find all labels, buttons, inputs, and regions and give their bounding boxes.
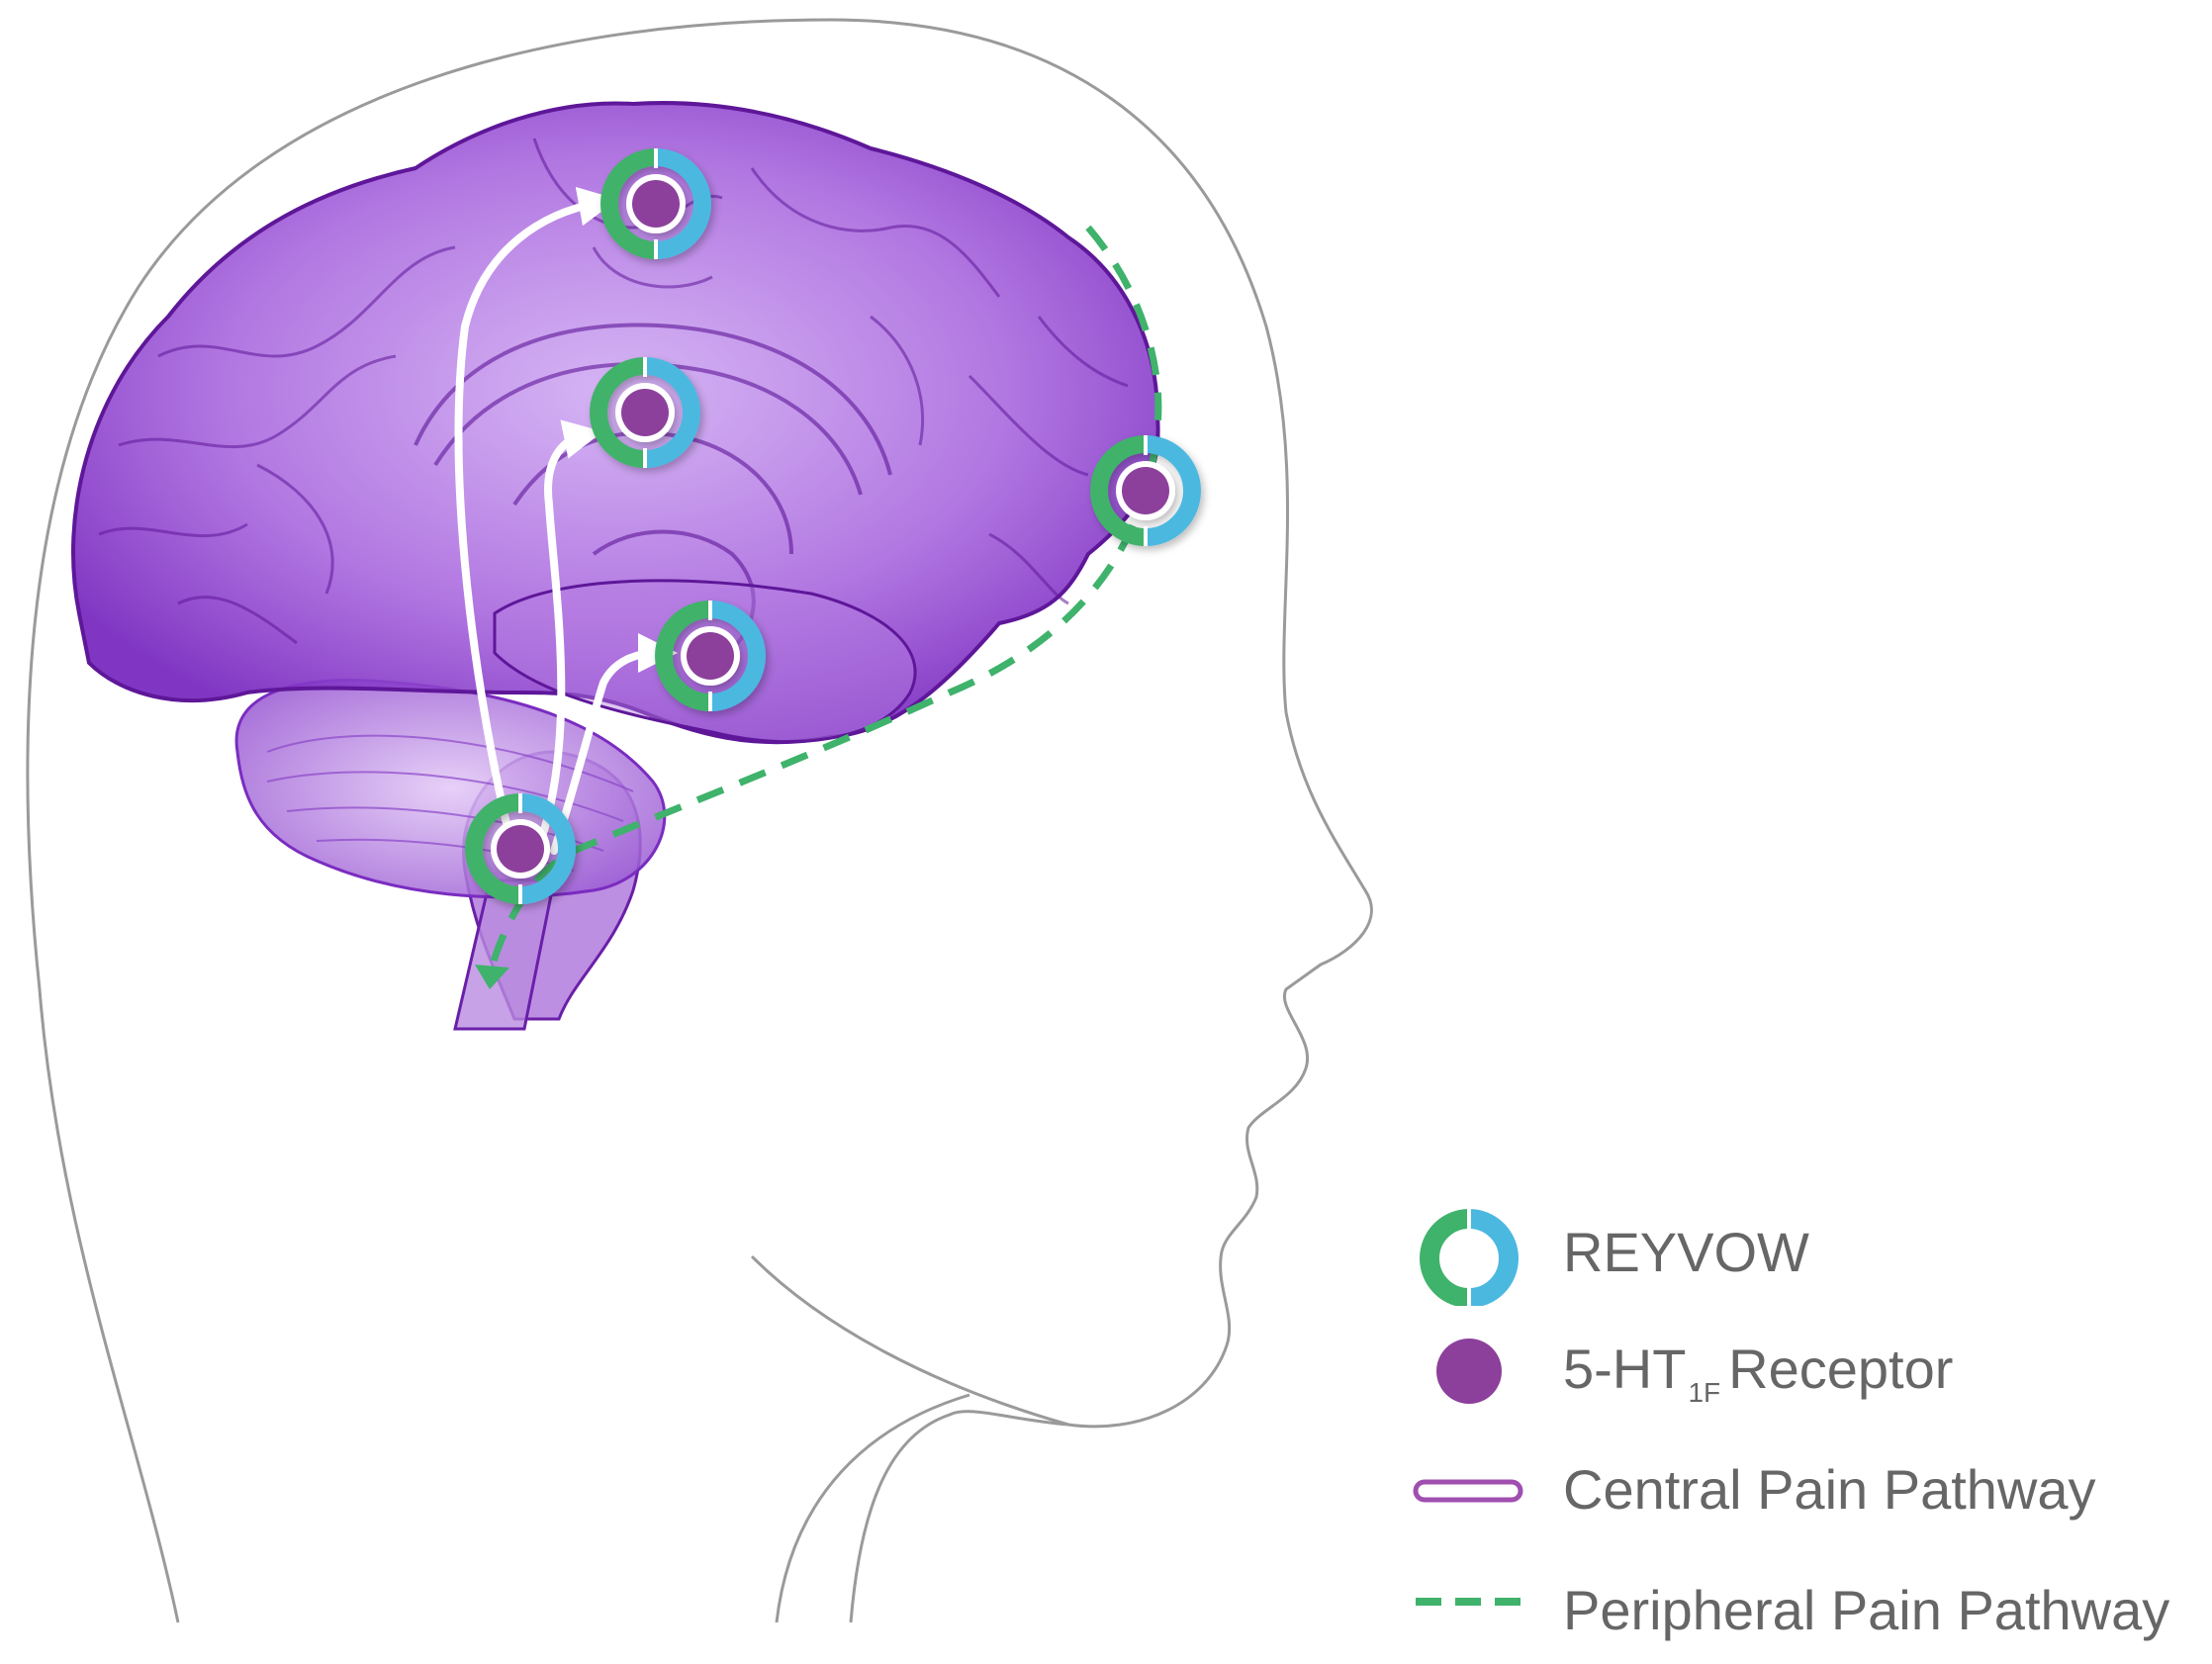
legend-label-receptor-sub: 1F <box>1688 1377 1720 1408</box>
legend-label-central: Central Pain Pathway <box>1563 1460 2096 1520</box>
legend-label-reyvow: REYVOW <box>1563 1223 1809 1282</box>
reyvow-ring-icon <box>1410 1197 1528 1306</box>
legend: REYVOW 5-HT1F Receptor Central Pain Pathw… <box>1410 1197 2201 1632</box>
legend-item-reyvow: REYVOW <box>1410 1197 2201 1306</box>
cerebellum <box>236 681 665 897</box>
legend-label-receptor-prefix: 5-HT <box>1563 1338 1686 1400</box>
receptor-dot-icon <box>1410 1314 1528 1423</box>
legend-label-peripheral: Peripheral Pain Pathway <box>1563 1581 2169 1640</box>
legend-item-central: Central Pain Pathway <box>1410 1434 2201 1543</box>
jaw-line <box>752 1256 1068 1425</box>
peripheral-pathway-dash-icon <box>1410 1555 1528 1664</box>
legend-label-receptor-suffix: Receptor <box>1728 1338 1953 1400</box>
legend-item-receptor: 5-HT1F Receptor <box>1410 1314 2201 1423</box>
neck-line <box>777 1395 969 1622</box>
legend-label-receptor: 5-HT1F Receptor <box>1563 1340 1953 1423</box>
legend-item-peripheral: Peripheral Pain Pathway <box>1410 1555 2201 1664</box>
central-pathway-line-icon <box>1410 1434 1528 1543</box>
